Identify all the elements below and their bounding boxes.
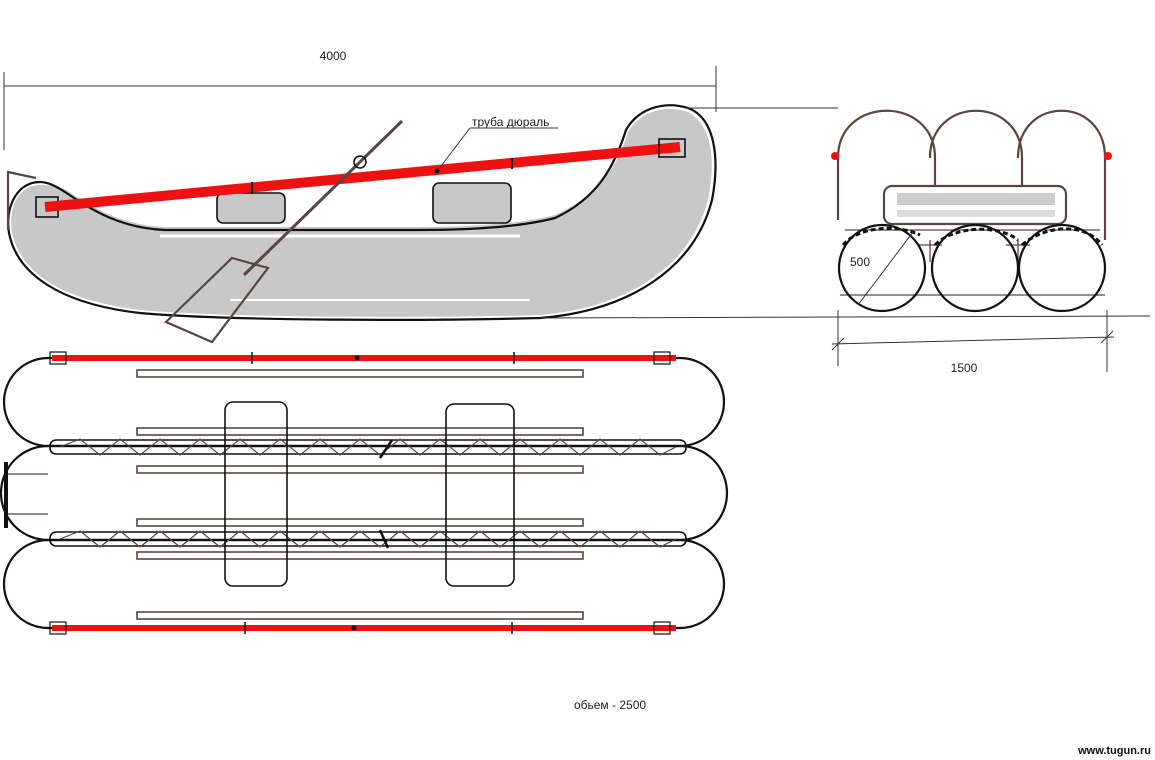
seat-cushion (897, 193, 1055, 205)
tube-bolt (351, 625, 357, 631)
arch-middle (928, 109, 1024, 190)
width-dimension: 1500 (951, 361, 978, 375)
radius-dimension: 500 (850, 255, 870, 269)
tube-clamp (653, 351, 671, 365)
arch-left (836, 109, 937, 220)
hull-bottom (2, 538, 726, 630)
seat-top-front (224, 401, 288, 587)
width-dim-line (831, 336, 1115, 345)
oar-top-view (378, 439, 394, 459)
lacing-band-upper (49, 439, 687, 455)
tube-bolt (354, 355, 360, 361)
float-top-dashed (933, 227, 1019, 247)
oarlock (353, 155, 367, 169)
float-top-dashed (1021, 227, 1104, 247)
oar-shaft (242, 119, 404, 277)
leader-dot (434, 168, 440, 174)
tube-clamp (49, 351, 67, 365)
tube-end-right (1104, 152, 1112, 160)
deck-slat (136, 369, 584, 378)
seat-window-rear (432, 182, 512, 224)
top-view (0, 351, 729, 635)
float-top-dashed (841, 226, 921, 247)
hull-side-fill (11, 108, 712, 317)
tube-clamp-right (658, 138, 686, 158)
lacing-zigzag (59, 530, 677, 548)
volume-label: обьем - 2500 (574, 698, 646, 712)
float-right (1017, 223, 1107, 313)
lacing-zigzag (59, 438, 677, 456)
radius-line (857, 231, 914, 306)
tube-end-left (831, 152, 839, 160)
width-dim-tick (1100, 330, 1114, 344)
front-view: 500 1500 (831, 109, 1115, 375)
deck-slat (136, 427, 584, 436)
watermark: www.tugun.ru (1077, 745, 1151, 757)
seat-cushion (897, 210, 1055, 217)
lacing-band-lower (49, 531, 687, 547)
label-leader (437, 127, 471, 171)
duralumin-tube (44, 142, 681, 212)
deck-slat (136, 465, 584, 474)
side-view: 4000 труба дюраль (3, 49, 1151, 344)
tube-clamp (653, 621, 671, 635)
waterline (539, 315, 1151, 319)
seat-top-rear (445, 403, 515, 587)
bow-bracket-top (8, 473, 48, 515)
hull-top (2, 356, 726, 448)
width-dim-tick (831, 337, 845, 351)
oar-blade (164, 256, 270, 344)
float-left (837, 223, 927, 313)
hull-side-outline (7, 104, 717, 321)
tube-label: труба дюраль (472, 115, 549, 129)
arch-right (1016, 109, 1107, 240)
deck-slat (136, 518, 584, 527)
deck-slat (136, 611, 584, 620)
tube-clamp (49, 621, 67, 635)
bow-bracket (6, 170, 37, 230)
oar-top-view (378, 529, 390, 549)
seat-window-front (216, 192, 286, 224)
deck-slat (136, 551, 584, 560)
frame-cross (918, 240, 1030, 262)
length-dimension: 4000 (320, 49, 347, 63)
